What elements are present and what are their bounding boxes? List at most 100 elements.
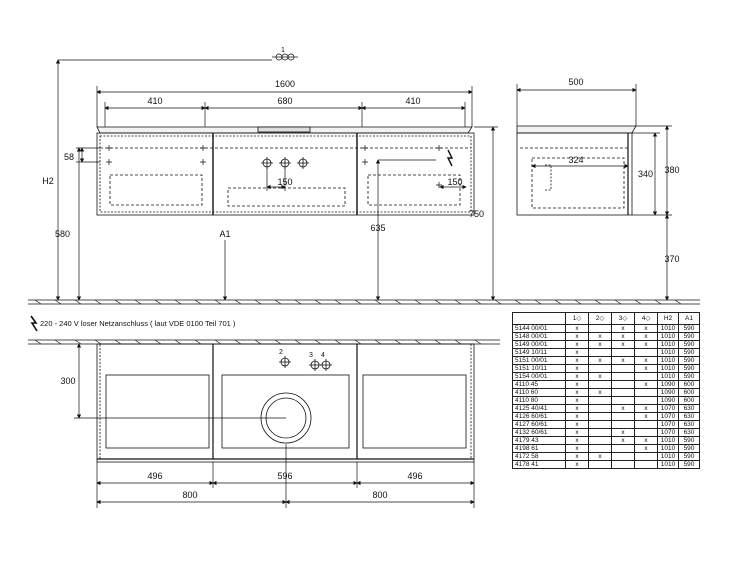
table-cell: 600 (678, 388, 700, 397)
table-cell (588, 364, 612, 373)
dim-drawer-height: 58 (64, 152, 74, 162)
marker-3: 3 (309, 352, 313, 359)
table-cell: 5149 00/01 (512, 340, 566, 349)
table-cell: 1010 (657, 356, 679, 365)
table-cell: 590 (678, 332, 700, 341)
dim-150-left: 150 (277, 177, 292, 187)
table-cell: x (611, 340, 635, 349)
table-cell: 4179 43 (512, 436, 566, 445)
marker-4: 4 (321, 352, 325, 359)
table-cell: 590 (678, 348, 700, 357)
table-cell: 1090 (657, 396, 679, 405)
table-cell: x (565, 364, 589, 373)
dim-a1: A1 (219, 229, 230, 239)
dim-plan-496-left: 496 (147, 471, 162, 481)
table-cell: x (611, 332, 635, 341)
dim-380: 380 (664, 165, 679, 175)
table-cell: x (634, 340, 658, 349)
table-cell (588, 380, 612, 389)
table-cell: x (634, 356, 658, 365)
table-header (512, 312, 566, 325)
plan-view (96, 343, 475, 463)
table-cell: 1070 (657, 428, 679, 437)
table-cell: 1010 (657, 340, 679, 349)
table-cell: x (565, 348, 589, 357)
dim-324: 324 (568, 155, 583, 165)
table-cell (588, 324, 612, 333)
dim-left-module: 410 (147, 96, 162, 106)
table-cell (588, 444, 612, 453)
dim-150-right: 150 (447, 177, 462, 187)
table-cell: 5151 00/01 (512, 356, 566, 365)
table-cell: 1010 (657, 436, 679, 445)
table-header: A1 (678, 312, 700, 325)
table-cell: 4110 80 (512, 396, 566, 405)
table-cell: 1010 (657, 364, 679, 373)
table-cell: x (565, 452, 589, 461)
table-cell: x (588, 356, 612, 365)
dim-right-module: 410 (405, 96, 420, 106)
table-cell: 1090 (657, 388, 679, 397)
table-cell (588, 412, 612, 421)
table-cell: 1010 (657, 460, 679, 469)
table-cell (611, 444, 635, 453)
table-cell (634, 460, 658, 469)
table-cell: 1010 (657, 444, 679, 453)
table-cell: x (634, 332, 658, 341)
table-cell: x (634, 404, 658, 413)
dim-plan-800-right: 800 (372, 490, 387, 500)
table-cell: 4126 60/61 (512, 412, 566, 421)
table-cell: x (611, 404, 635, 413)
table-cell: x (565, 460, 589, 469)
front-view (96, 126, 475, 216)
table-cell: 5149 10/11 (512, 348, 566, 357)
table-cell: x (565, 436, 589, 445)
table-cell: 590 (678, 452, 700, 461)
table-cell: 1070 (657, 404, 679, 413)
table-cell: x (634, 412, 658, 421)
table-header: H2 (657, 312, 679, 325)
table-cell: x (588, 452, 612, 461)
table-cell: x (588, 372, 612, 381)
table-cell: x (565, 420, 589, 429)
dim-overall-width: 1600 (275, 79, 295, 89)
table-cell: 1090 (657, 380, 679, 389)
table-cell (611, 380, 635, 389)
table-cell: 630 (678, 404, 700, 413)
dimension-lines (55, 53, 672, 508)
table-cell: 1070 (657, 420, 679, 429)
table-cell (634, 428, 658, 437)
table-cell: 5148 00/01 (512, 332, 566, 341)
dim-plan-496-right: 496 (407, 471, 422, 481)
table-cell: 600 (678, 380, 700, 389)
table-cell: x (565, 324, 589, 333)
table-header: 4◇ (634, 312, 658, 325)
dim-580: 580 (55, 229, 70, 239)
table-cell: x (565, 412, 589, 421)
table-cell: x (565, 396, 589, 405)
table-cell (611, 388, 635, 397)
table-cell: 1070 (657, 412, 679, 421)
table-header: 3◇ (611, 312, 635, 325)
table-cell: x (611, 428, 635, 437)
table-cell (634, 396, 658, 405)
table-cell: x (611, 436, 635, 445)
table-cell (634, 372, 658, 381)
table-cell: x (565, 380, 589, 389)
table-cell: x (565, 340, 589, 349)
table-cell: 4172 58 (512, 452, 566, 461)
